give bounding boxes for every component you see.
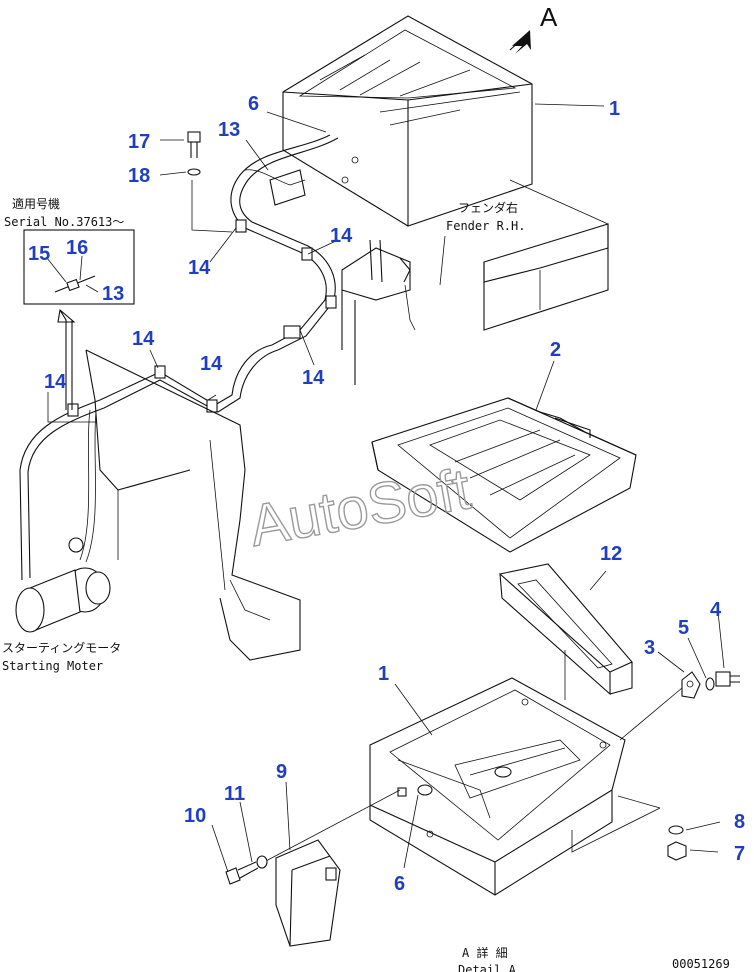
bolt-4 xyxy=(715,671,740,687)
callout-10: 10 xyxy=(184,805,206,827)
nut-leader xyxy=(571,807,661,853)
washer-5 xyxy=(705,677,715,691)
bolt-10 xyxy=(225,861,259,885)
view-label: A xyxy=(540,2,558,32)
bracket-3 xyxy=(681,671,701,699)
callout-14-e: 14 xyxy=(302,367,325,389)
callout-13-upper: 13 xyxy=(218,119,240,141)
callout-leaders xyxy=(46,103,725,873)
mount-bracket xyxy=(341,239,416,385)
callout-1-lower: 1 xyxy=(378,663,389,685)
machine-frame xyxy=(85,349,301,661)
callout-1-upper: 1 xyxy=(609,98,620,120)
bracket-9-leader xyxy=(263,789,401,863)
motor-label-jp: スターティングモータ xyxy=(2,641,121,655)
callout-14-f: 14 xyxy=(44,371,67,393)
fender-rh xyxy=(483,179,609,331)
clamps xyxy=(67,219,337,417)
motor-label-en: Starting Moter xyxy=(2,659,103,673)
callout-11: 11 xyxy=(224,783,245,805)
callout-6-lower: 6 xyxy=(394,873,405,895)
detail-label-en: Detail A xyxy=(458,963,517,972)
callout-13-serial: 13 xyxy=(102,283,124,305)
callout-14-a: 14 xyxy=(330,225,353,247)
callout-14-c: 14 xyxy=(132,328,155,350)
nut-leader-2 xyxy=(617,795,661,809)
callout-9: 9 xyxy=(276,761,287,783)
callout-14-d: 14 xyxy=(200,353,223,375)
lower-battery-box xyxy=(369,677,626,896)
fender-label-en: Fender R.H. xyxy=(446,219,525,233)
bolt-17 xyxy=(187,131,201,158)
callout-14-b: 14 xyxy=(188,257,211,279)
starting-motor xyxy=(15,537,111,633)
callout-18: 18 xyxy=(128,165,150,187)
callout-2: 2 xyxy=(550,339,561,361)
callout-17: 17 xyxy=(128,131,150,153)
callout-16: 16 xyxy=(66,237,88,259)
drawing-number: 00051269 xyxy=(672,957,730,971)
view-a-arrow xyxy=(509,30,531,54)
callout-15: 15 xyxy=(28,243,50,265)
bolt-17-leader xyxy=(191,180,233,233)
serial-arrow xyxy=(57,308,76,410)
bracket-9 xyxy=(275,839,341,947)
serial-box-parts xyxy=(54,275,96,293)
serial-label-en: Serial No.37613～ xyxy=(4,215,124,229)
callout-8: 8 xyxy=(734,811,745,833)
fender-label-jp: フェンダ右 xyxy=(458,200,518,215)
serial-label-jp: 適用号機 xyxy=(12,196,60,211)
cover-item-2 xyxy=(371,397,637,553)
upper-battery-box xyxy=(269,15,533,227)
washer-11 xyxy=(256,855,268,869)
callout-14-bracket xyxy=(47,392,96,423)
washer-8 xyxy=(668,825,684,835)
nut-7 xyxy=(667,841,687,861)
fender-leader xyxy=(439,235,446,286)
callout-5: 5 xyxy=(678,617,689,639)
washer-18 xyxy=(187,168,201,176)
detail-label-jp: A 詳 細 xyxy=(462,945,508,960)
callout-6-upper: 6 xyxy=(248,93,259,115)
callout-3: 3 xyxy=(644,637,655,659)
callout-12: 12 xyxy=(600,543,622,565)
callout-4: 4 xyxy=(710,599,722,621)
serial-box xyxy=(23,229,135,305)
watermark: AutoSoft xyxy=(245,456,475,559)
bolt-4-leader xyxy=(619,687,683,741)
callout-7: 7 xyxy=(734,843,745,865)
rubber-pad-12 xyxy=(498,563,633,700)
